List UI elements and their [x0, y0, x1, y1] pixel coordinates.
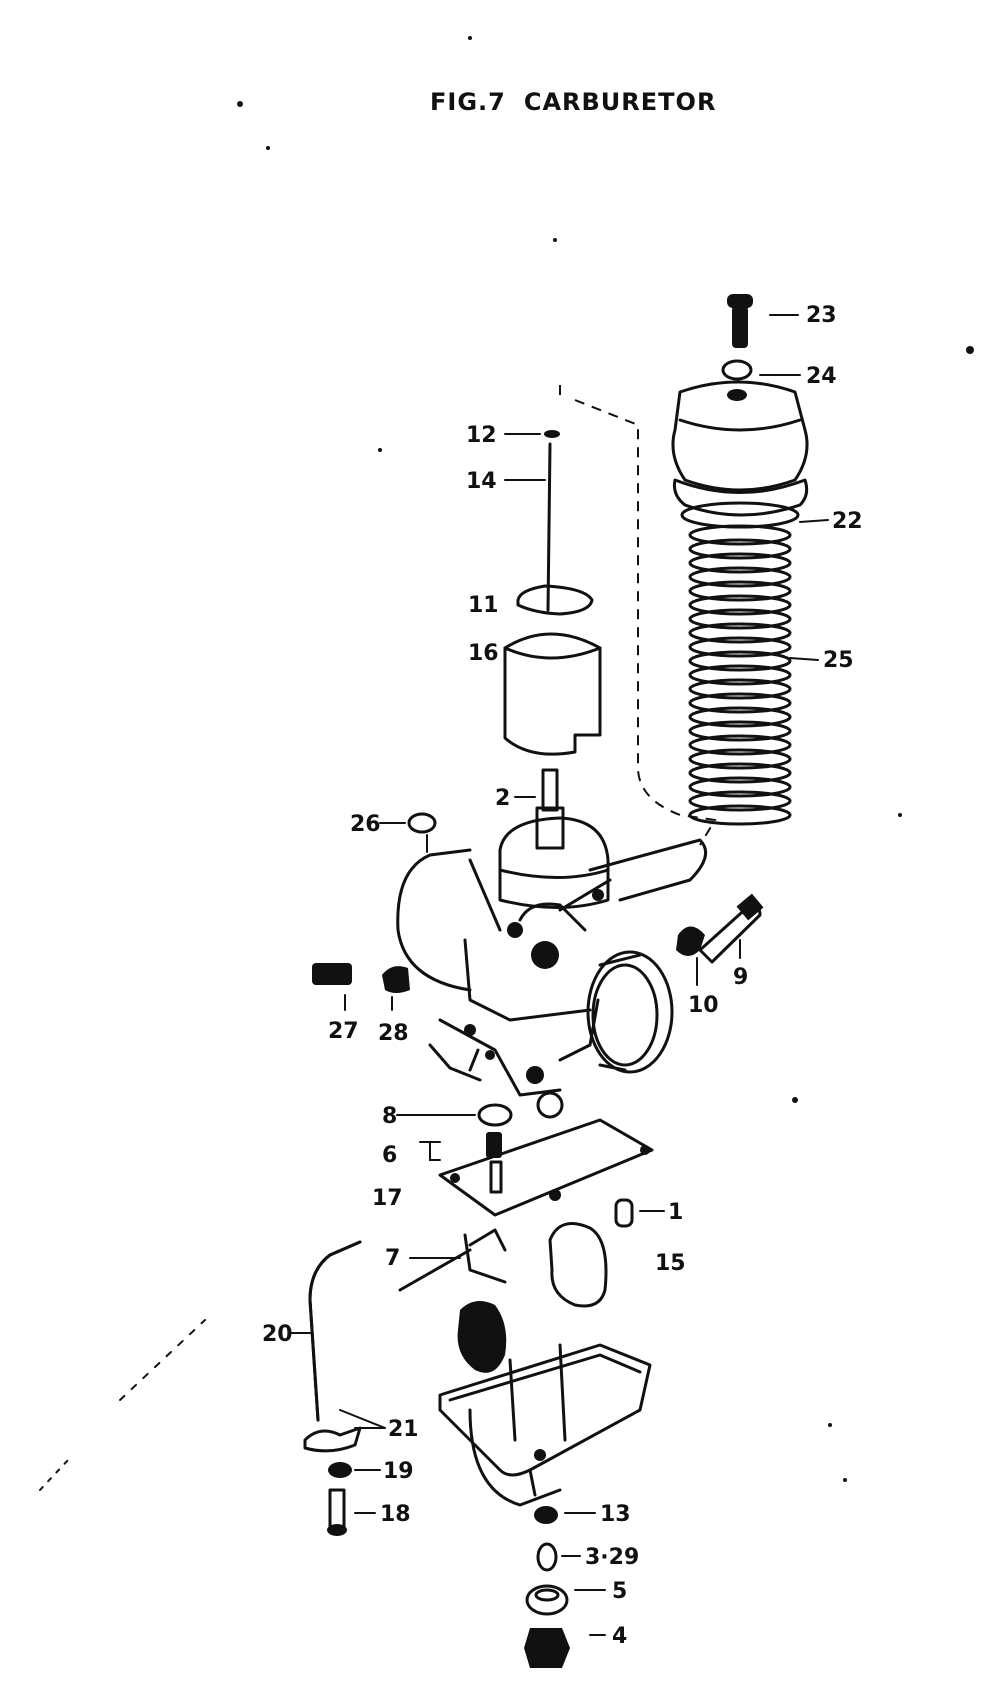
jet-needle: [546, 442, 552, 612]
spring-coil: [688, 734, 792, 756]
float-chamber-gasket: [438, 1118, 654, 1217]
mixing-chamber-cap: [671, 380, 809, 529]
spring-coil: [688, 664, 792, 686]
callout-21: 21: [388, 1417, 419, 1442]
spring-coil: [688, 776, 792, 798]
spring-coil: [688, 566, 792, 588]
callout-25: 25: [823, 648, 854, 673]
throttle-valve: [503, 632, 602, 756]
assembly-guide-line: [559, 385, 717, 846]
callout-6: 6: [382, 1143, 397, 1168]
spring-coil: [688, 622, 792, 644]
throttle-stop-screw: [698, 893, 764, 964]
float: [457, 1222, 608, 1373]
bowl-nut: [524, 1628, 570, 1668]
callout-leaders: [289, 314, 829, 1636]
callout-14: 14: [466, 469, 497, 494]
spring-coil: [688, 608, 792, 630]
figure-name: CARBURETOR: [523, 88, 717, 116]
drain-plug: [534, 1506, 558, 1524]
callout-20: 20: [262, 1322, 293, 1347]
spring-coil: [688, 552, 792, 574]
callout-28: 28: [378, 1021, 409, 1046]
top-washer: [721, 359, 753, 381]
callout-24: 24: [806, 364, 837, 389]
callout-12: 12: [466, 423, 497, 448]
callout-2: 2: [495, 786, 510, 811]
bracket-washer: [328, 1462, 352, 1478]
figure-number: FIG.7: [430, 88, 506, 116]
spring-coil: [688, 538, 792, 560]
spring-coil: [688, 692, 792, 714]
callout-4: 4: [612, 1624, 627, 1649]
spring-coil: [688, 524, 792, 546]
callout-13: 13: [600, 1502, 631, 1527]
needle-retainer-plate: [516, 584, 594, 616]
callout-7: 7: [385, 1246, 400, 1271]
gasket-hole: [549, 1189, 561, 1201]
callout-8: 8: [382, 1104, 397, 1129]
bracket-screw: [327, 1488, 347, 1536]
spring-coil: [688, 790, 792, 812]
gasket-hole: [450, 1173, 460, 1183]
float-chamber-bowl: [438, 1343, 652, 1507]
callout-23: 23: [806, 303, 837, 328]
carburetor-body: [396, 816, 708, 1119]
callout-27: 27: [328, 1019, 359, 1044]
callout-11: 11: [468, 593, 499, 618]
scan-specks: [39, 36, 974, 1491]
callout-labels: 23 24 12 14 22 11 16 25 2 26 9 10 27 28 …: [262, 303, 863, 1649]
throttle-stop-spring: [676, 926, 705, 956]
spring-coil: [688, 636, 792, 658]
spring-coil: [688, 678, 792, 700]
spring-coil: [688, 720, 792, 742]
float-arm-pin: [398, 1228, 507, 1292]
pilot-air-screw: [312, 963, 352, 985]
float-valve: [486, 1132, 503, 1194]
callout-17: 17: [372, 1186, 403, 1211]
spring-coil: [688, 762, 792, 784]
top-screw: [727, 294, 753, 348]
main-jet: [614, 1198, 634, 1228]
spring-coil: [688, 706, 792, 728]
callout-1: 1: [668, 1200, 683, 1225]
callout-19: 19: [383, 1459, 414, 1484]
callout-9: 9: [733, 965, 748, 990]
spring-coil: [688, 594, 792, 616]
callout-26: 26: [350, 812, 381, 837]
throttle-valve-spring: [688, 524, 792, 826]
callout-15: 15: [655, 1251, 686, 1276]
needle-jet: [535, 768, 565, 850]
figure-title: FIG.7 CARBURETOR: [430, 88, 734, 116]
spring-coil: [688, 804, 792, 826]
o-ring: [407, 812, 437, 834]
spring-coil: [688, 748, 792, 770]
callout-18: 18: [380, 1502, 411, 1527]
callout-22: 22: [832, 509, 863, 534]
callout-5: 5: [612, 1579, 627, 1604]
callout-3-29: 3·29: [585, 1545, 639, 1570]
tube-bracket: [303, 1426, 362, 1453]
callout-16: 16: [468, 641, 499, 666]
callout-10: 10: [688, 993, 719, 1018]
jet-holder: [536, 1542, 558, 1572]
overflow-tube-inner: [308, 1240, 362, 1422]
spring-coil: [688, 650, 792, 672]
gasket-hole: [640, 1145, 650, 1155]
float-valve-washer: [477, 1103, 513, 1127]
spring-coil: [688, 580, 792, 602]
pilot-screw-spring: [382, 966, 410, 993]
holder-washer: [525, 1584, 569, 1616]
needle-clip: [544, 430, 560, 438]
